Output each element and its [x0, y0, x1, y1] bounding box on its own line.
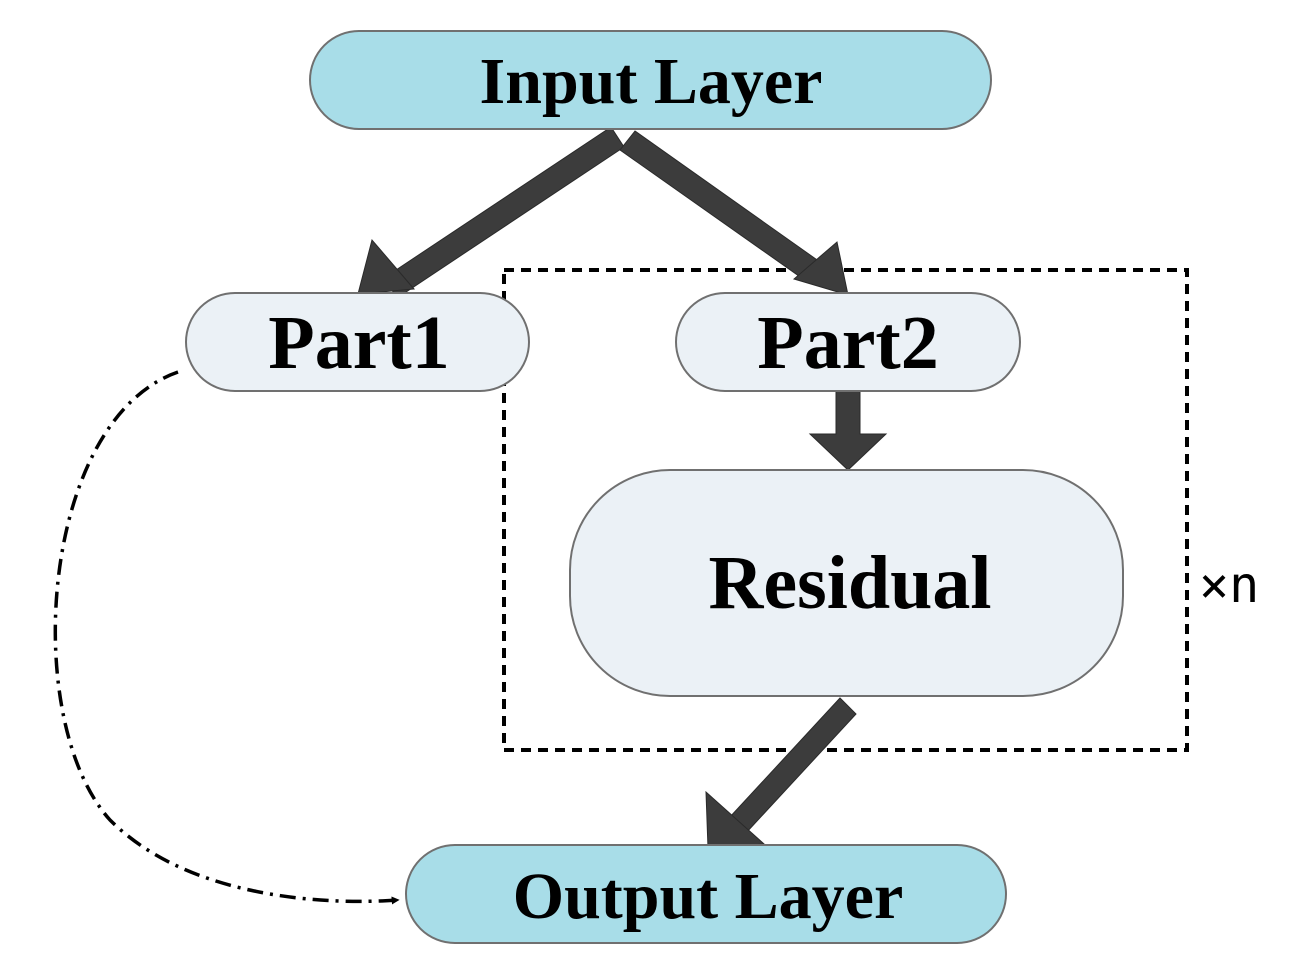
part2-label: Part2: [757, 301, 938, 385]
arrows: [357, 126, 888, 849]
arrow-head-part1: [357, 238, 416, 295]
arrow-head-part2: [792, 241, 849, 296]
input-layer-label: Input Layer: [480, 45, 823, 118]
arrow-input-to-part1: [383, 126, 625, 299]
output-layer-label: Output Layer: [513, 860, 904, 933]
arrow-input-to-part2: [619, 130, 821, 282]
part1-label: Part1: [268, 301, 449, 385]
arrow-part2-to-residual: [808, 389, 888, 471]
skip-connection-part1-to-output: [53, 370, 400, 905]
residual-label: Residual: [709, 541, 992, 625]
part1-node: Part1: [185, 292, 530, 392]
repeat-group-box: [502, 268, 1189, 752]
arrow-residual-to-output: [728, 697, 857, 835]
part2-node: Part2: [675, 292, 1021, 392]
residual-node: Residual: [569, 469, 1124, 697]
repeat-count-label: ×n: [1199, 556, 1259, 614]
output-layer-node: Output Layer: [405, 844, 1007, 944]
input-layer-node: Input Layer: [309, 30, 992, 130]
